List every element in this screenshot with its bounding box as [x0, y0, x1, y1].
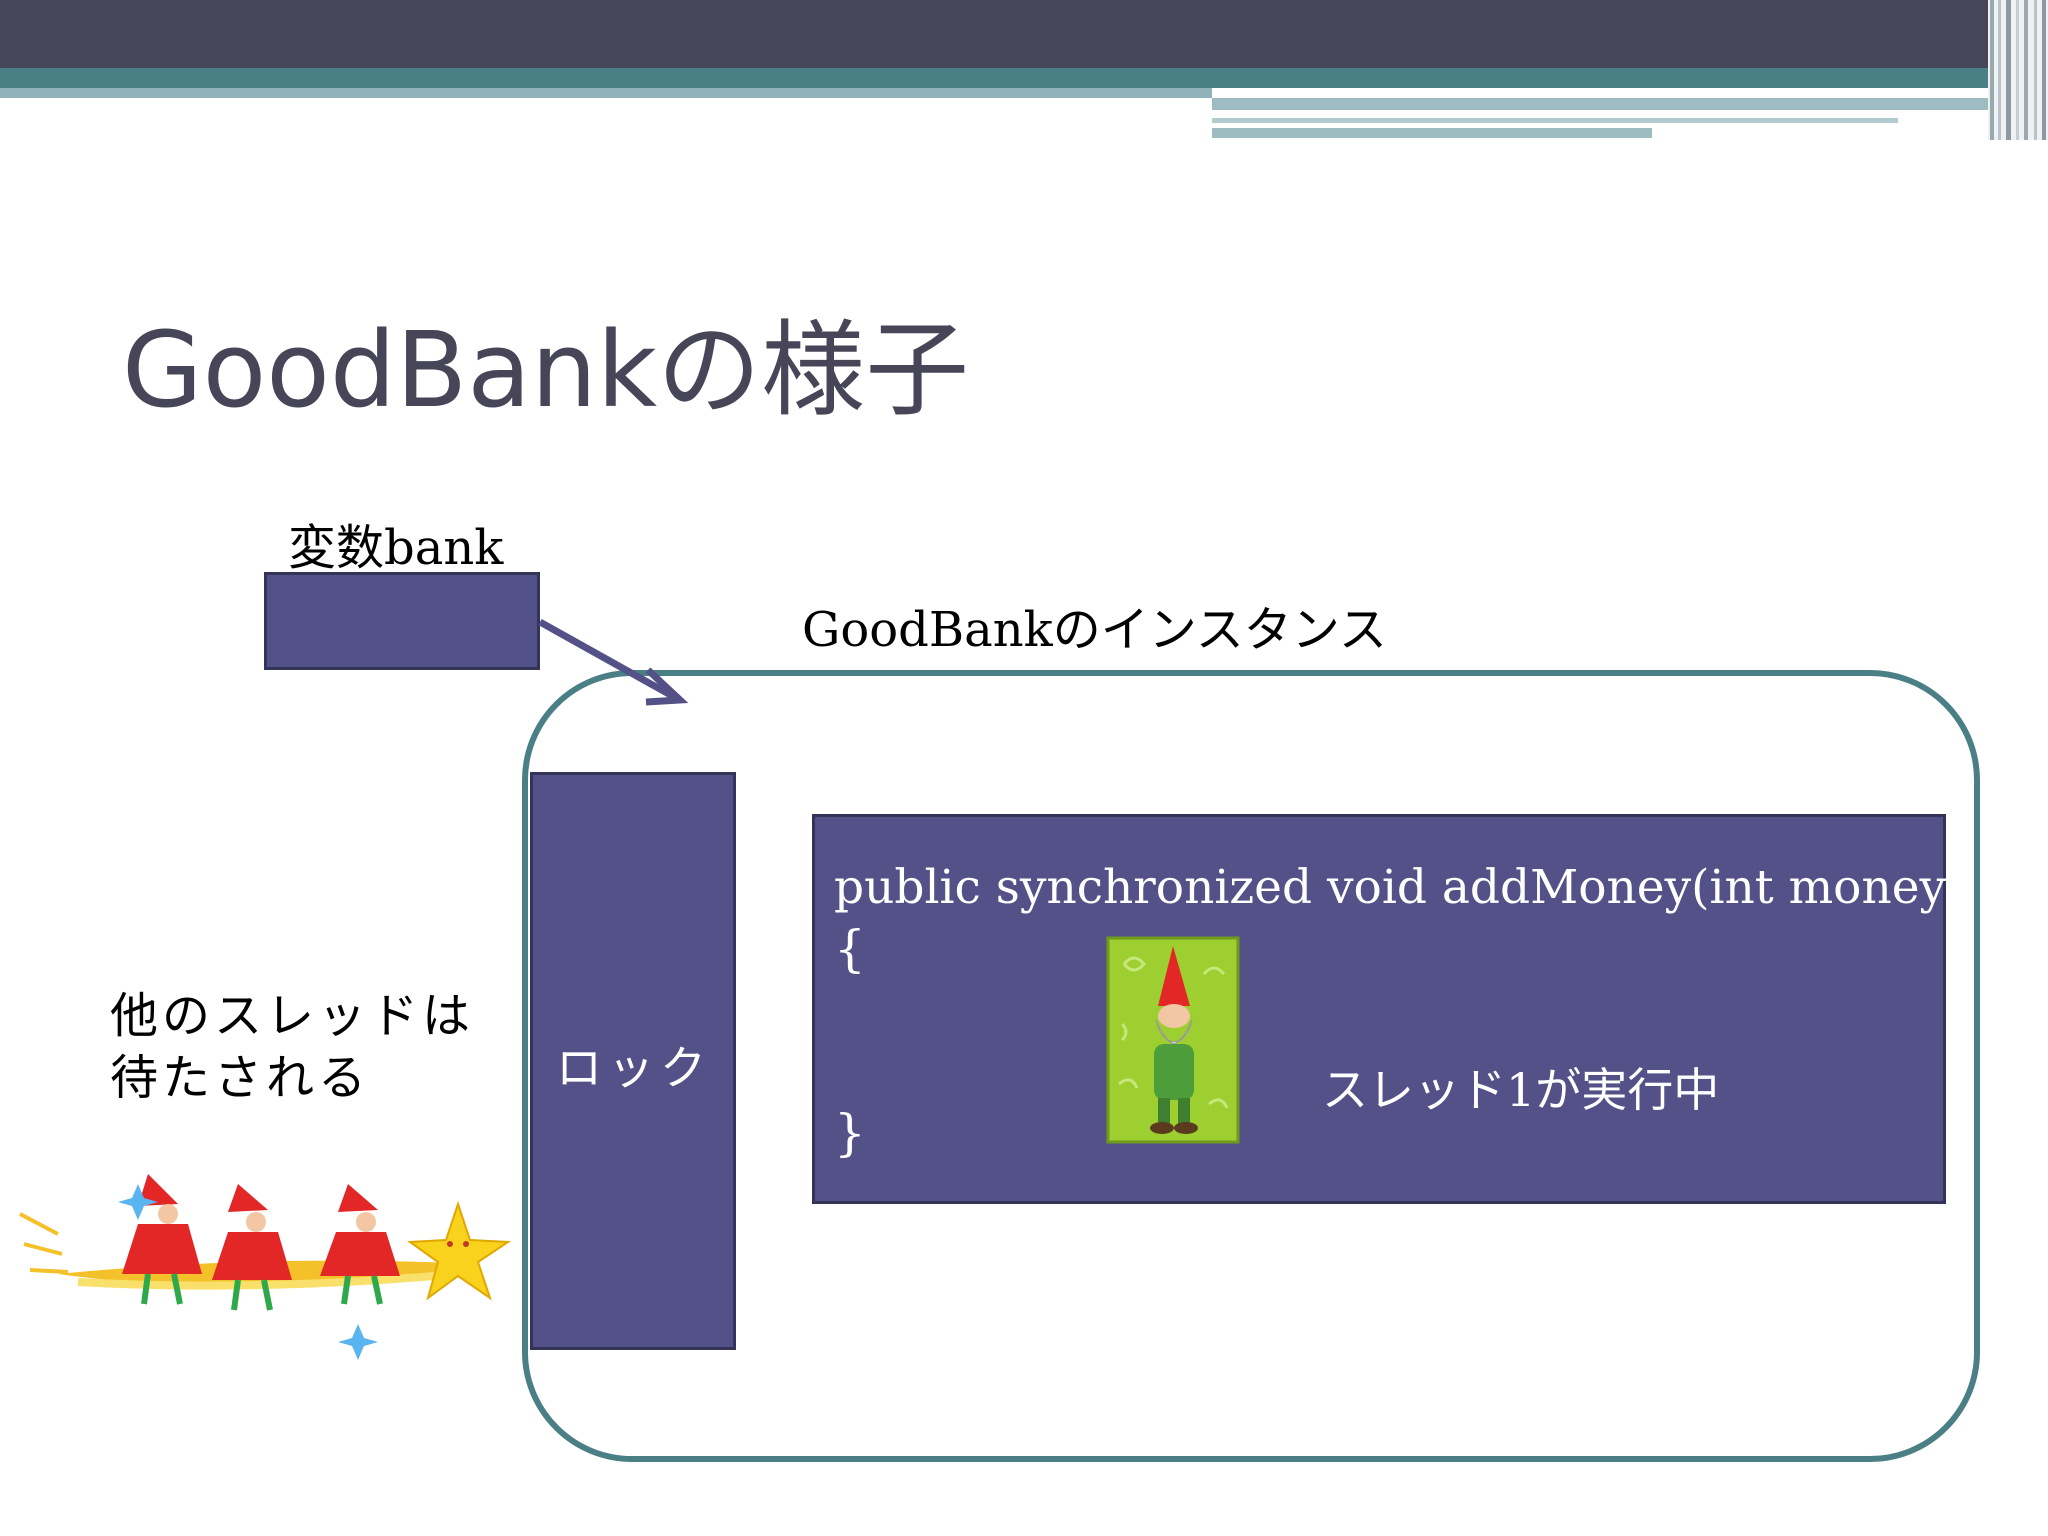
header-line — [1212, 118, 1898, 123]
gnome-clipart-icon — [1106, 936, 1240, 1144]
variable-box — [264, 572, 540, 670]
header-bar-dark — [0, 0, 2048, 68]
waiting-text-line2: 待たされる — [110, 1050, 371, 1106]
header-line — [1212, 98, 2012, 110]
instance-label: GoodBankのインスタンス — [802, 602, 1387, 658]
waiting-text-line1: 他のスレッドは — [110, 988, 475, 1044]
brace-open: { — [834, 920, 866, 978]
brace-close: } — [834, 1104, 866, 1162]
running-thread-label: スレッド1が実行中 — [1322, 1063, 1720, 1117]
header-stripes — [1988, 0, 2048, 140]
lock-box — [530, 772, 736, 1350]
method-signature: public synchronized void addMoney(int mo… — [834, 860, 1965, 915]
header-line — [1212, 128, 1652, 138]
elves-on-star-clipart-icon — [19, 1174, 512, 1360]
method-box — [812, 814, 1946, 1204]
lock-label: ロック — [556, 1041, 712, 1095]
header-bar-teal — [0, 68, 2048, 88]
slide-title: GoodBankの様子 — [122, 309, 970, 431]
variable-label: 変数bank — [288, 520, 504, 576]
header-bar-teal-light — [0, 88, 1212, 98]
